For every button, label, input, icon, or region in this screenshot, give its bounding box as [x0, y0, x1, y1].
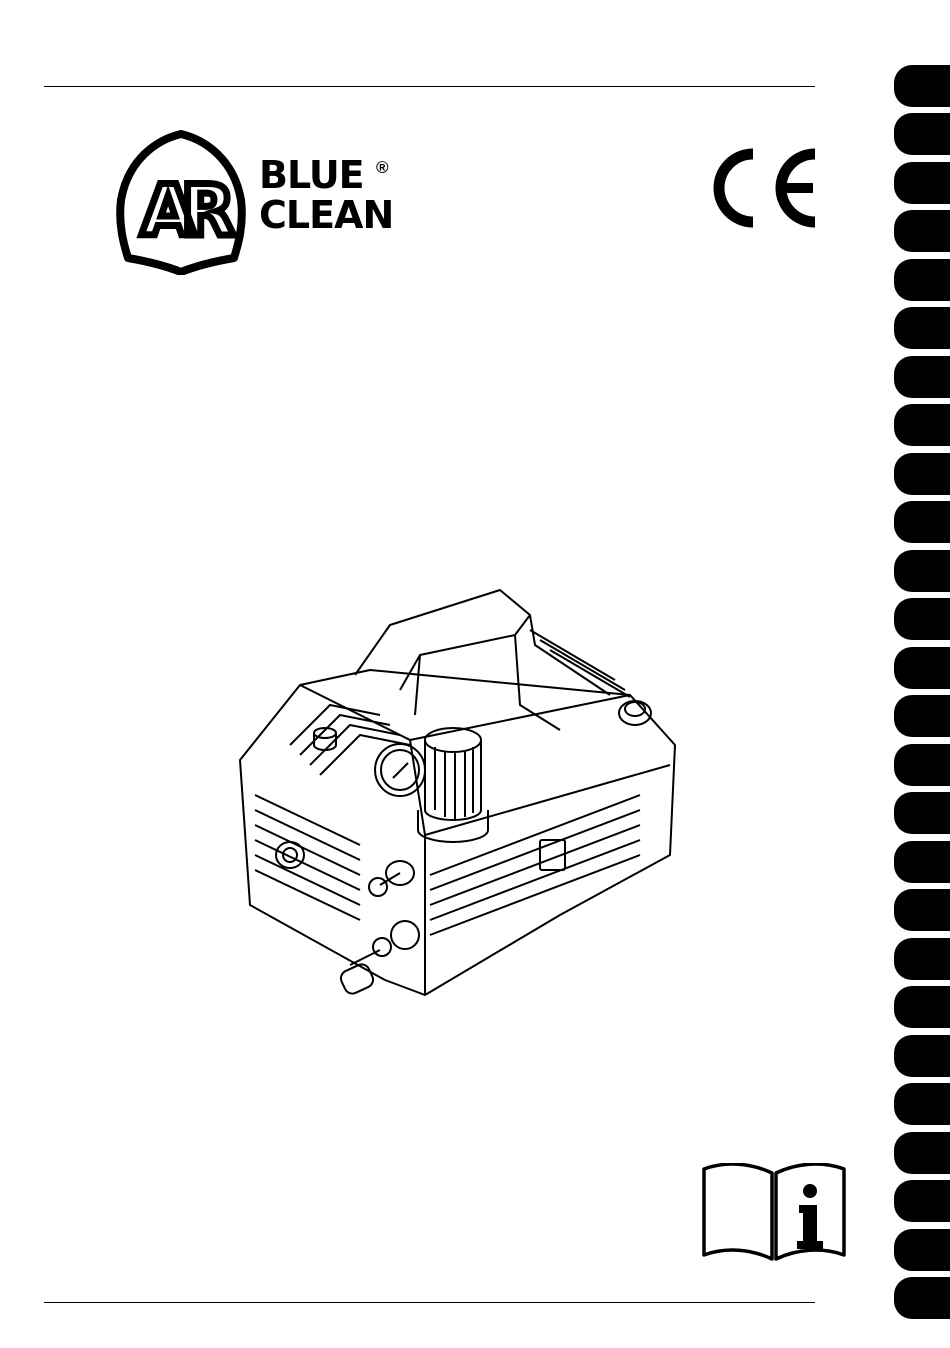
language-tab[interactable]	[894, 744, 950, 786]
registered-mark: ®	[376, 158, 389, 178]
language-tab[interactable]	[894, 307, 950, 349]
language-tab[interactable]	[894, 598, 950, 640]
brand-line-1: BLUE	[259, 155, 393, 195]
language-tab[interactable]	[894, 986, 950, 1028]
language-tab[interactable]	[894, 550, 950, 592]
language-tab[interactable]	[894, 113, 950, 155]
language-tab[interactable]	[894, 501, 950, 543]
read-manual-info-icon	[701, 1163, 847, 1263]
ce-mark-icon	[703, 146, 821, 230]
bottom-rule	[44, 1302, 815, 1303]
language-tab[interactable]	[894, 647, 950, 689]
language-tab[interactable]	[894, 453, 950, 495]
language-tab[interactable]	[894, 1132, 950, 1174]
language-tab[interactable]	[894, 938, 950, 980]
language-tab[interactable]	[894, 889, 950, 931]
language-tab[interactable]	[894, 65, 950, 107]
language-tab[interactable]	[894, 356, 950, 398]
language-tab[interactable]	[894, 841, 950, 883]
language-tab[interactable]	[894, 1229, 950, 1271]
language-tab[interactable]	[894, 259, 950, 301]
brand-line-2: CLEAN	[259, 195, 393, 235]
language-tab[interactable]	[894, 1083, 950, 1125]
top-rule	[44, 86, 815, 87]
language-tab[interactable]	[894, 1035, 950, 1077]
logo-letters: AR	[141, 170, 234, 252]
language-tab[interactable]	[894, 1277, 950, 1319]
language-tab[interactable]	[894, 792, 950, 834]
pressure-washer-illustration-icon	[230, 585, 690, 1010]
brand-wordmark: BLUE CLEAN	[259, 155, 393, 235]
ar-shield-logo-icon: AR	[116, 130, 246, 275]
language-tab[interactable]	[894, 162, 950, 204]
language-tab[interactable]	[894, 404, 950, 446]
language-tab[interactable]	[894, 695, 950, 737]
language-tab[interactable]	[894, 210, 950, 252]
language-tab[interactable]	[894, 1180, 950, 1222]
